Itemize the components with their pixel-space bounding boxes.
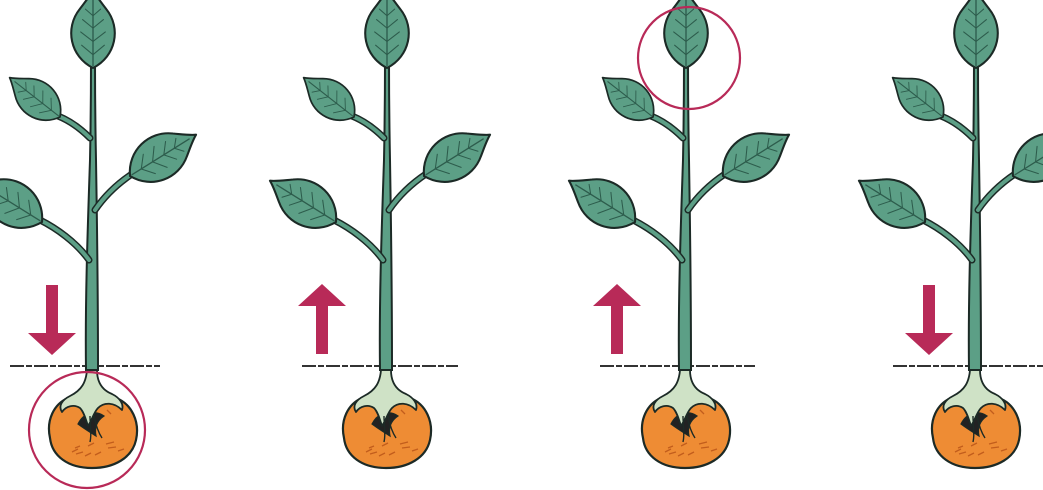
panel-4 — [847, 0, 1043, 468]
arrow-down-icon — [905, 285, 953, 355]
seedling-1 — [0, 0, 208, 468]
seedling-3 — [557, 0, 800, 468]
seedling-2 — [258, 0, 501, 468]
panel-2 — [258, 0, 501, 468]
panel-1 — [0, 0, 208, 488]
seedling-4 — [847, 0, 1043, 468]
arrow-up-icon — [298, 284, 346, 354]
arrow-up-icon — [593, 284, 641, 354]
panel-3 — [557, 0, 800, 468]
arrow-down-icon — [28, 285, 76, 355]
